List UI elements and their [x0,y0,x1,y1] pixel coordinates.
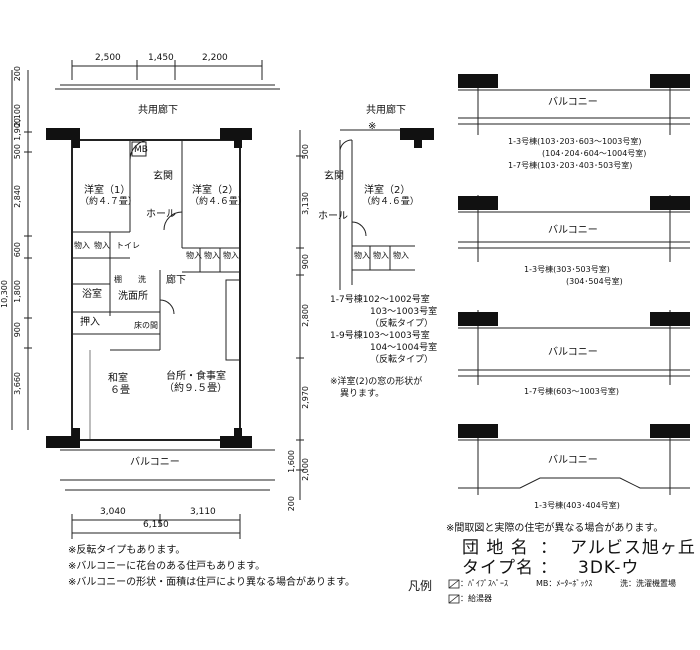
balcony-variant-3-label: バルコニー [548,347,598,358]
dim-left-6: 600 [13,242,22,258]
balcony-variant-4-line-1: 1-3号棟(403･404号室) [534,501,620,510]
storage-label-1: 物入 [74,241,90,250]
complex-name-label: 団 地 名 [462,538,529,558]
storage-label-5: 物入 [223,251,239,260]
dim-top-1: 2,500 [95,53,121,63]
reverse-storage-3: 物入 [393,251,409,260]
reverse-note-3: （反転タイプ） [370,319,434,329]
genkan-label: 玄関 [153,171,173,182]
reverse-note-1: 1-7号棟102～1002号室 [330,295,430,305]
dim-right-2: 3,130 [301,192,310,215]
storage-label-2: 物入 [94,241,110,250]
balcony-variant-1-label: バルコニー [548,97,598,108]
dim-top-2: 1,450 [148,53,174,63]
balcony-variant-2-label: バルコニー [548,225,598,236]
dim-left-1: 200 [13,66,22,82]
dim-bottom-1: 3,040 [100,507,126,517]
storage-label-3: 物入 [186,251,202,260]
pillars [46,128,252,448]
balcony-label: バルコニー [130,457,180,468]
balcony-variant-1-line-2: (104･204･604～1004号室) [542,149,647,158]
reverse-plan-drawing [339,129,420,290]
dim-left-total: 10,300 [0,280,9,308]
legend-swatches [448,579,460,604]
dim-bottom-total: 6,150 [143,520,169,530]
washer-mark: 洗 [138,275,146,284]
dim-right-3: 900 [301,254,310,270]
reverse-storage-1: 物入 [354,251,370,260]
legend-pipe-space: ：ﾊﾟｲﾌﾟｽﾍﾟｰｽ [460,579,508,588]
reverse-note-5: 104～1004号室 [370,343,438,353]
balcony-variant-2-line-2: (304･504号室) [566,277,623,286]
disclaimer: ※間取図と実際の住宅が異なる場合があります。 [446,523,664,534]
washitsu-size: ６畳 [110,385,130,396]
hall-label: ホール [146,209,176,220]
reverse-hall-label: ホール [318,211,348,222]
reverse-corridor-label: 共用廊下 [366,105,406,116]
dim-right-4: 2,800 [301,304,310,327]
dim-left-7: 1,800 [13,280,22,303]
reverse-note-4: 1-9号棟103～1003号室 [330,331,430,341]
western1-size: （約４.７畳） [80,197,137,207]
reverse-western2-label: 洋室（2） [364,185,411,196]
washroom-label: 洗面所 [118,291,148,302]
dim-left-5: 2,840 [13,185,22,208]
note-1: ※反転タイプもあります。 [68,545,186,556]
western1-label: 洋室（1） [84,185,131,196]
legend-meter-box: MB：ﾒｰﾀｰﾎﾞｯｸｽ [536,579,593,588]
dim-left-3: 1,900 [13,118,22,141]
tokonoma-label: 床の間 [134,321,158,330]
dim-left-4: 500 [13,144,22,160]
mb-label: MB [134,145,148,155]
storage-label-4: 物入 [204,251,220,260]
type-name-label: タイプ名 [462,558,534,578]
bath-label: 浴室 [82,289,102,300]
balcony-variant-2-line-1: 1-3号棟(303･503号室) [524,265,610,274]
window-note-2: 異ります。 [340,389,385,399]
type-name-sep: ： [540,558,558,578]
reverse-western2-size: （約４.６畳） [362,197,419,207]
dim-right-1: 500 [301,144,310,160]
hallway-label: 廊下 [166,275,186,286]
complex-name-value: アルビス旭ヶ丘 [570,538,696,558]
reverse-note-6: （反転タイプ） [370,355,434,365]
kitchen-label: 台所・食事室 [166,371,226,382]
balcony-variant-1-line-1: 1-3号棟(103･203･603～1003号室) [508,137,642,146]
toilet-label: トイレ [116,241,140,250]
western2-label: 洋室（2） [192,185,239,196]
reverse-note-2: 103～1003号室 [370,307,438,317]
legend-water-heater: ：給湯器 [460,594,492,603]
dim-left-9: 3,660 [13,372,22,395]
dim-right-6: 1,600 [287,450,296,473]
oshiire-label: 押入 [80,317,100,328]
complex-name-sep: ： [540,538,558,558]
dim-right-5: 2,970 [301,386,310,409]
note-2: ※バルコニーに花台のある住戸もあります。 [68,561,266,572]
note-3: ※バルコニーの形状・面積は住戸により異なる場合があります。 [68,577,355,588]
shoe-cabinet-label: 棚 [114,275,122,284]
kitchen-size: （約９.５畳） [164,383,228,394]
washitsu-label: 和室 [108,373,128,384]
dim-bottom-2: 3,110 [190,507,216,517]
window-note-1: ※洋室(2)の窓の形状が [330,377,423,387]
legend-title: 凡例 [408,579,433,593]
corridor-label: 共用廊下 [138,105,178,116]
dim-top-3: 2,200 [202,53,228,63]
legend-washer: 洗：洗濯機置場 [620,579,676,588]
balcony-variant-1-line-3: 1-7号棟(103･203･403･503号室) [508,161,633,170]
type-name-value: 3DK-ウ [578,558,640,578]
reverse-storage-2: 物入 [373,251,389,260]
dim-right-7: 2,000 [301,458,310,481]
balcony-variant-4-label: バルコニー [548,455,598,466]
reverse-asterisk: ※ [368,121,377,132]
dim-right-8: 200 [287,496,296,512]
balcony-variant-3-line-1: 1-7号棟(603～1003号室) [524,387,619,396]
reverse-genkan-label: 玄関 [324,171,344,182]
dim-left-8: 900 [13,322,22,338]
western2-size: （約４.６畳） [190,197,247,207]
